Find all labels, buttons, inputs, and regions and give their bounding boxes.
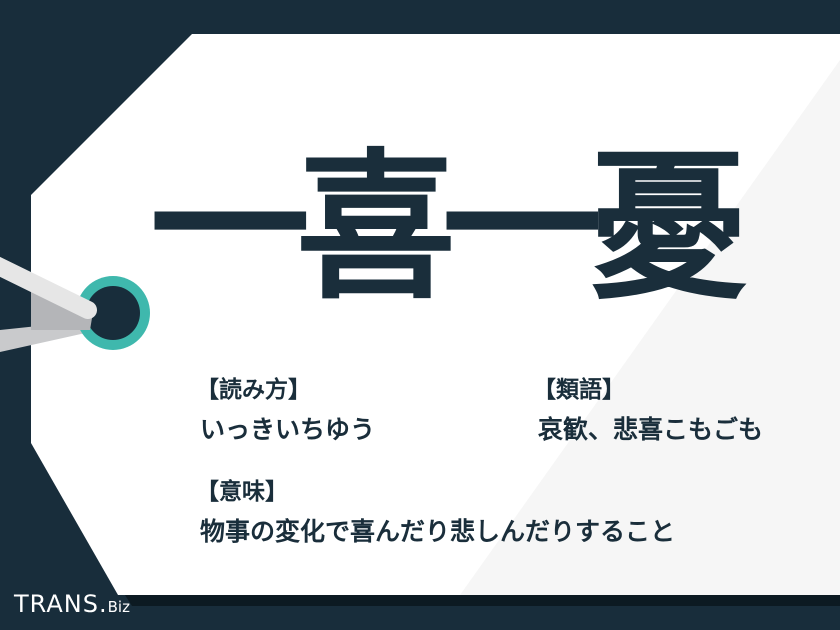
reading-value: いっきいちゆう [200,415,376,444]
idiom-title: 一喜一憂 [150,134,748,321]
meaning-value: 物事の変化で喜んだり悲しんだりすること [200,517,676,546]
reading-label: 【読み方】 [196,377,311,403]
logo-main: TRANS. [14,590,108,618]
synonyms-label: 【類語】 [533,377,625,403]
string-upper-shadow [31,290,92,330]
string-upper [0,256,97,319]
tag-shadow [125,595,840,606]
tag-shade [460,60,840,595]
meaning-label: 【意味】 [196,479,288,505]
synonyms-value: 哀歓、悲喜こもごも [538,415,764,444]
tag-hole [86,286,140,340]
logo-sub: Biz [107,598,130,616]
trans-biz-logo: TRANS.Biz [14,590,130,618]
